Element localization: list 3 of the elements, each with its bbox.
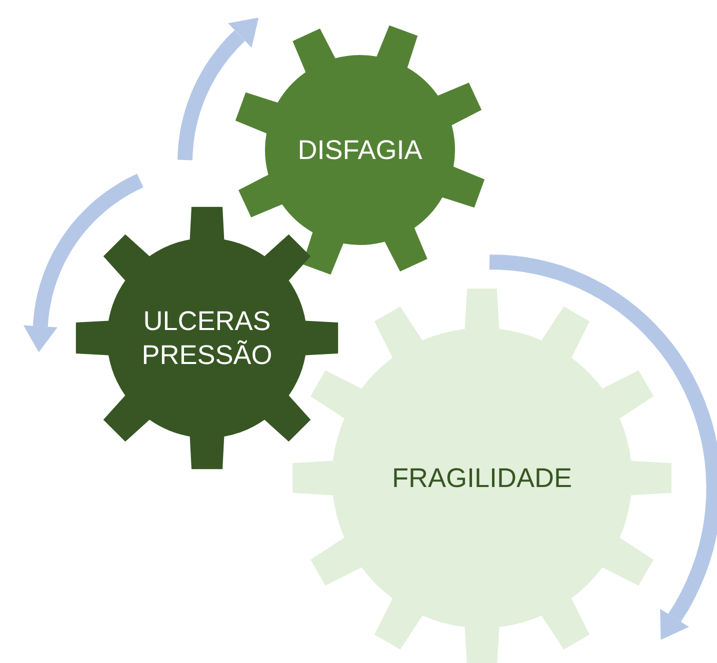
gear-label: FRAGILIDADE bbox=[390, 462, 574, 495]
gear-label: ULCERAS PRESSÃO bbox=[140, 305, 274, 372]
gear-label: DISFAGIA bbox=[296, 134, 424, 167]
